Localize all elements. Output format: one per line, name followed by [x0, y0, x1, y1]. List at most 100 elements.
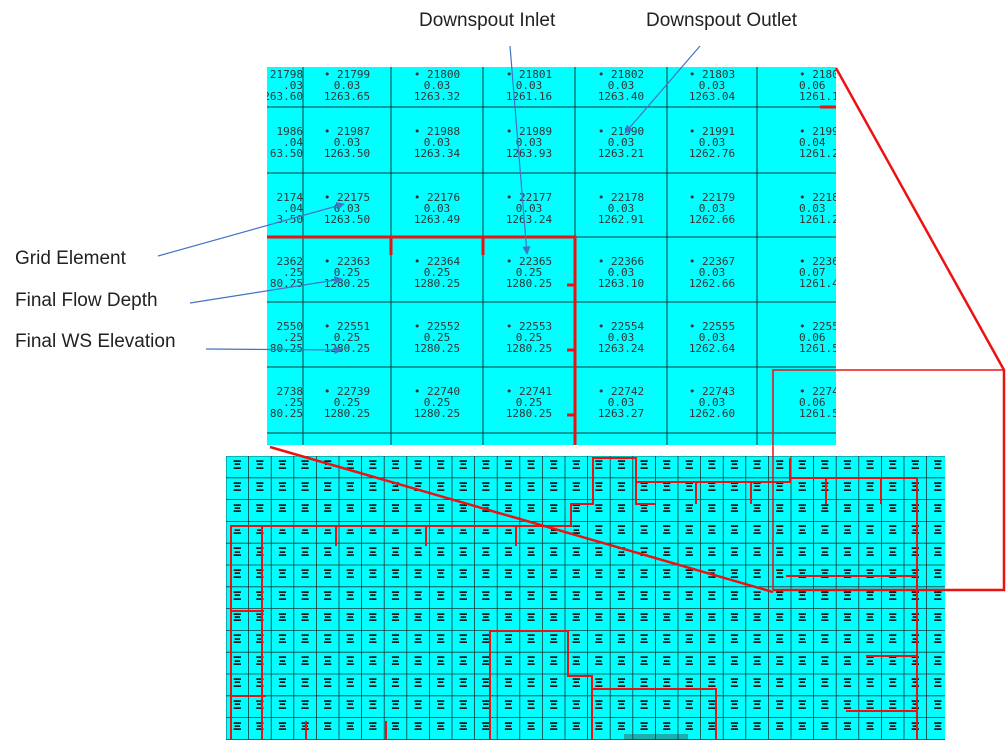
overview-grid-element: ■■■■■■■■■■■: [233, 460, 241, 470]
overview-grid-element: ■■■■■■■■■■■: [482, 590, 490, 601]
overview-grid-element: ■■■■■■■■■■■: [753, 547, 761, 557]
overview-grid-element: ■■■■■■■■■■■: [617, 503, 626, 514]
overview-grid-element: ■■■■■■■■■■■: [911, 699, 919, 710]
overview-grid-element: ■■■■■■■■■■■: [550, 569, 558, 579]
overview-grid-element: ■■■■■■■■■■■: [911, 590, 919, 601]
overview-grid-element: ■■■■■■■■■■■: [437, 569, 445, 579]
overview-grid-element: ■■■■■■■■■■■: [369, 569, 377, 579]
grid-element-id: • 21991: [688, 125, 736, 138]
overview-grid-element: ■■■■■■■■■■■: [572, 525, 580, 536]
overview-grid-element: ■■■■■■■■■■■: [233, 503, 241, 514]
grid-ws-elevation: 1280.25: [323, 342, 371, 355]
grid-flow-depth: 0.03: [515, 79, 543, 92]
overview-grid-element: ■■■■■■■■■■■: [617, 525, 626, 536]
overview-grid-element: ■■■■■■■■■■■: [866, 612, 874, 623]
overview-grid-element: ■■■■■■■■■■■: [866, 721, 874, 732]
overview-grid-element: ■■■■■■■■■■■: [685, 656, 693, 666]
overview-grid-element: ■■■■■■■■■■■: [685, 547, 693, 557]
grid-element-id: • 22555: [688, 320, 736, 333]
overview-grid-element: ■■■■■■■■■■■: [730, 503, 739, 514]
overview-grid-element: ■■■■■■■■■■■: [550, 612, 558, 623]
overview-grid-element: ■■■■■■■■■■■: [369, 634, 377, 645]
overview-grid-element: ■■■■■■■■■■■: [278, 699, 287, 710]
overview-grid-element: ■■■■■■■■■■■: [414, 656, 422, 666]
overview-grid-element: ■■■■■■■■■■■: [776, 590, 784, 601]
overview-grid-element: ■■■■■■■■■■■: [776, 547, 784, 557]
grid-element-id: 2362: [276, 255, 304, 268]
grid-element-id: • 2255: [799, 320, 836, 333]
overview-grid-element: ■■■■■■■■■■■: [843, 590, 852, 601]
overview-grid-element: ■■■■■■■■■■■: [685, 699, 693, 710]
grid-flow-depth: 0.25: [333, 396, 361, 409]
overview-grid-element: ■■■■■■■■■■■: [776, 481, 784, 492]
overview-grid-element: ■■■■■■■■■■■: [391, 699, 400, 710]
overview-grid-element: ■■■■■■■■■■■: [595, 699, 603, 710]
grid-ws-elevation: 63.50: [269, 147, 303, 160]
overview-grid-element: ■■■■■■■■■■■: [708, 656, 716, 666]
overview-grid-element: ■■■■■■■■■■■: [459, 481, 467, 492]
overview-grid-element: ■■■■■■■■■■■: [437, 699, 445, 710]
grid-flow-depth: 0.03: [607, 266, 635, 279]
overview-grid-element: ■■■■■■■■■■■: [391, 590, 400, 601]
overview-grid-element: ■■■■■■■■■■■: [685, 721, 693, 732]
overview-grid-element: ■■■■■■■■■■■: [617, 634, 626, 645]
overview-grid-element: ■■■■■■■■■■■: [459, 612, 467, 623]
overview-grid-element: ■■■■■■■■■■■: [866, 634, 874, 645]
label-downspout-outlet: Downspout Outlet: [646, 10, 798, 31]
overview-grid-element: ■■■■■■■■■■■: [663, 721, 671, 732]
overview-grid-element: ■■■■■■■■■■■: [617, 460, 626, 470]
overview-grid-element: ■■■■■■■■■■■: [776, 525, 784, 536]
overview-grid-element: ■■■■■■■■■■■: [414, 503, 422, 514]
overview-grid-element: ■■■■■■■■■■■: [617, 590, 626, 601]
overview-grid-element: ■■■■■■■■■■■: [459, 656, 467, 666]
overview-grid-element: ■■■■■■■■■■■: [437, 547, 445, 557]
overview-grid-element: ■■■■■■■■■■■: [459, 678, 467, 688]
overview-grid-element: ■■■■■■■■■■■: [730, 678, 739, 688]
overview-grid-element: ■■■■■■■■■■■: [776, 721, 784, 732]
overview-grid-element: ■■■■■■■■■■■: [346, 590, 354, 601]
overview-grid-element: ■■■■■■■■■■■: [798, 460, 806, 470]
grid-flow-depth: 0.03: [698, 331, 726, 344]
overview-grid-element: ■■■■■■■■■■■: [708, 525, 716, 536]
grid-flow-depth: 0.03: [515, 136, 543, 149]
overview-grid-element: ■■■■■■■■■■■: [595, 678, 603, 688]
overview-grid-element: ■■■■■■■■■■■: [821, 612, 829, 623]
overview-grid-element: ■■■■■■■■■■■: [391, 460, 400, 470]
overview-grid-element: ■■■■■■■■■■■: [550, 634, 558, 645]
overview-grid-element: ■■■■■■■■■■■: [866, 547, 874, 557]
overview-grid-element: ■■■■■■■■■■■: [324, 721, 332, 732]
overview-grid-element: ■■■■■■■■■■■: [685, 612, 693, 623]
grid-flow-depth: 0.25: [423, 331, 451, 344]
grid-element-id: • 22177: [505, 191, 553, 204]
grid-element-id: • 22179: [688, 191, 736, 204]
overview-grid-element: ■■■■■■■■■■■: [753, 460, 761, 470]
grid-element-id: • 22741: [505, 385, 553, 398]
overview-grid-element: ■■■■■■■■■■■: [324, 656, 332, 666]
overview-grid-element: ■■■■■■■■■■■: [663, 481, 671, 492]
overview-grid-element: ■■■■■■■■■■■: [346, 503, 354, 514]
overview-grid-element: ■■■■■■■■■■■: [821, 547, 829, 557]
overview-grid-element: ■■■■■■■■■■■: [504, 634, 513, 645]
overview-grid-element: ■■■■■■■■■■■: [776, 699, 784, 710]
grid-element-id: • 22553: [505, 320, 553, 333]
overview-grid-element: ■■■■■■■■■■■: [459, 699, 467, 710]
overview-grid-element: ■■■■■■■■■■■: [527, 634, 535, 645]
overview-grid-element: ■■■■■■■■■■■: [753, 699, 761, 710]
overview-grid-element: ■■■■■■■■■■■: [256, 721, 264, 732]
overview-barrier-lines: [230, 457, 918, 740]
overview-grid-element: ■■■■■■■■■■■: [256, 590, 264, 601]
overview-grid-element: ■■■■■■■■■■■: [369, 503, 377, 514]
overview-grid-element: ■■■■■■■■■■■: [934, 590, 942, 601]
overview-grid-element: ■■■■■■■■■■■: [482, 656, 490, 666]
overview-grid-element: ■■■■■■■■■■■: [753, 481, 761, 492]
overview-grid-element: ■■■■■■■■■■■: [843, 634, 852, 645]
overview-grid-element: ■■■■■■■■■■■: [595, 547, 603, 557]
grid-ws-elevation: 1280.25: [413, 277, 461, 290]
grid-flow-depth: 0.03: [698, 136, 726, 149]
grid-ws-elevation: 1261.1: [799, 90, 836, 103]
